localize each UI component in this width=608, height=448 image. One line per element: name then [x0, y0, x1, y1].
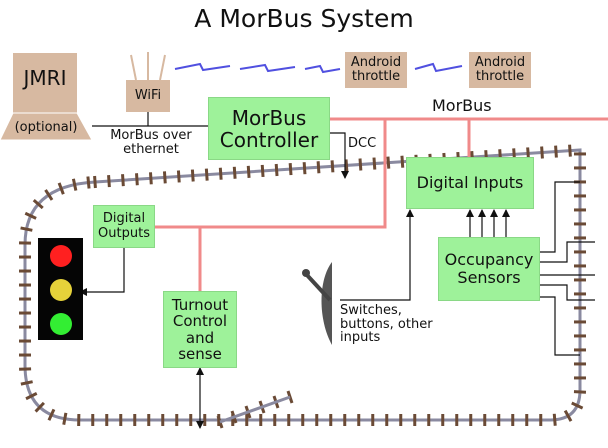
track-tie: [47, 408, 56, 421]
track-tie: [330, 160, 335, 173]
track-tie: [32, 198, 44, 210]
morbus-controller-box: MorBus Controller: [208, 97, 330, 160]
wifi-box: WiFi: [126, 80, 170, 112]
morbus-controller-label: MorBus Controller: [219, 105, 319, 152]
track-loop: [23, 148, 582, 422]
switch-lever-icon: [302, 262, 332, 345]
track-tie: [20, 226, 33, 232]
track-tie: [358, 158, 363, 171]
digital-outputs-label: Digital Outputs: [98, 211, 150, 241]
connector-lines: [79, 112, 595, 429]
track-tie: [93, 175, 97, 189]
digital-outputs-box: Digital Outputs: [93, 205, 155, 248]
track-tie: [135, 173, 139, 186]
digital-inputs-box: Digital Inputs: [406, 157, 534, 209]
track-tie: [44, 189, 54, 201]
track-tie: [344, 159, 349, 172]
track-tie: [86, 176, 91, 189]
track-tie: [62, 412, 68, 425]
switches-label: Switches, buttons, other inputs: [340, 303, 433, 346]
track-tie: [24, 211, 37, 220]
morbus-ethernet-label: MorBus over ethernet: [110, 128, 192, 157]
track-tie: [552, 413, 557, 426]
turnout-spur: [219, 395, 291, 424]
occupancy-sensors-label: Occupancy Sensors: [444, 250, 534, 287]
track-tie: [246, 165, 251, 178]
track-tie: [563, 409, 573, 422]
track-tie: [218, 167, 223, 180]
track-tie: [162, 171, 167, 184]
android-throttle-1-label: Android throttle: [350, 55, 402, 84]
jmri-computer-icon: [0, 53, 93, 141]
track-tie: [25, 392, 38, 401]
track-tie: [573, 390, 587, 394]
morbus-lines: [155, 117, 608, 291]
track-tie: [260, 164, 265, 178]
track-tie: [57, 182, 65, 195]
signal-light-icon: [38, 238, 83, 340]
track-tie: [302, 162, 307, 175]
track-tie: [554, 145, 558, 158]
wifi-antennae: [130, 52, 166, 81]
wifi-label: WiFi: [134, 88, 162, 104]
track-tie: [386, 156, 391, 169]
turnout-control-label: Turnout Control and sense: [171, 295, 229, 363]
track-tie: [176, 170, 181, 183]
track-tie: [190, 169, 195, 182]
jmri-optional-label: (optional): [14, 120, 78, 135]
signal-green-lamp: [50, 313, 72, 335]
track-tie: [274, 163, 279, 177]
track-tie: [20, 380, 33, 386]
track-tie: [540, 146, 544, 159]
signal-red-lamp: [50, 245, 72, 267]
android-throttle-2: Android throttle: [469, 52, 531, 88]
occupancy-sensors-box: Occupancy Sensors: [438, 237, 540, 301]
track-tie: [148, 172, 153, 185]
track-tie: [204, 168, 209, 181]
track-tie: [71, 178, 78, 191]
track-tie: [121, 174, 125, 187]
track-tie: [232, 166, 237, 179]
digital-inputs-label: Digital Inputs: [416, 173, 524, 193]
turnout-control-box: Turnout Control and sense: [163, 291, 237, 368]
track-tie: [316, 161, 321, 174]
wireless-links: [174, 62, 463, 74]
dcc-label: DCC: [348, 136, 377, 151]
track-tie: [400, 155, 405, 168]
signal-yellow-lamp: [50, 279, 72, 301]
jmri-label: JMRI: [23, 66, 67, 90]
track-tie: [288, 163, 293, 176]
android-throttle-1: Android throttle: [345, 52, 407, 88]
track-tie: [34, 401, 45, 413]
track-tie: [372, 157, 377, 170]
track-tie: [568, 144, 572, 157]
morbus-label: MorBus: [432, 96, 492, 115]
track-tie: [107, 174, 111, 188]
track-tie: [571, 401, 584, 410]
page-title: A MorBus System: [194, 4, 414, 33]
android-throttle-2-label: Android throttle: [474, 55, 526, 84]
